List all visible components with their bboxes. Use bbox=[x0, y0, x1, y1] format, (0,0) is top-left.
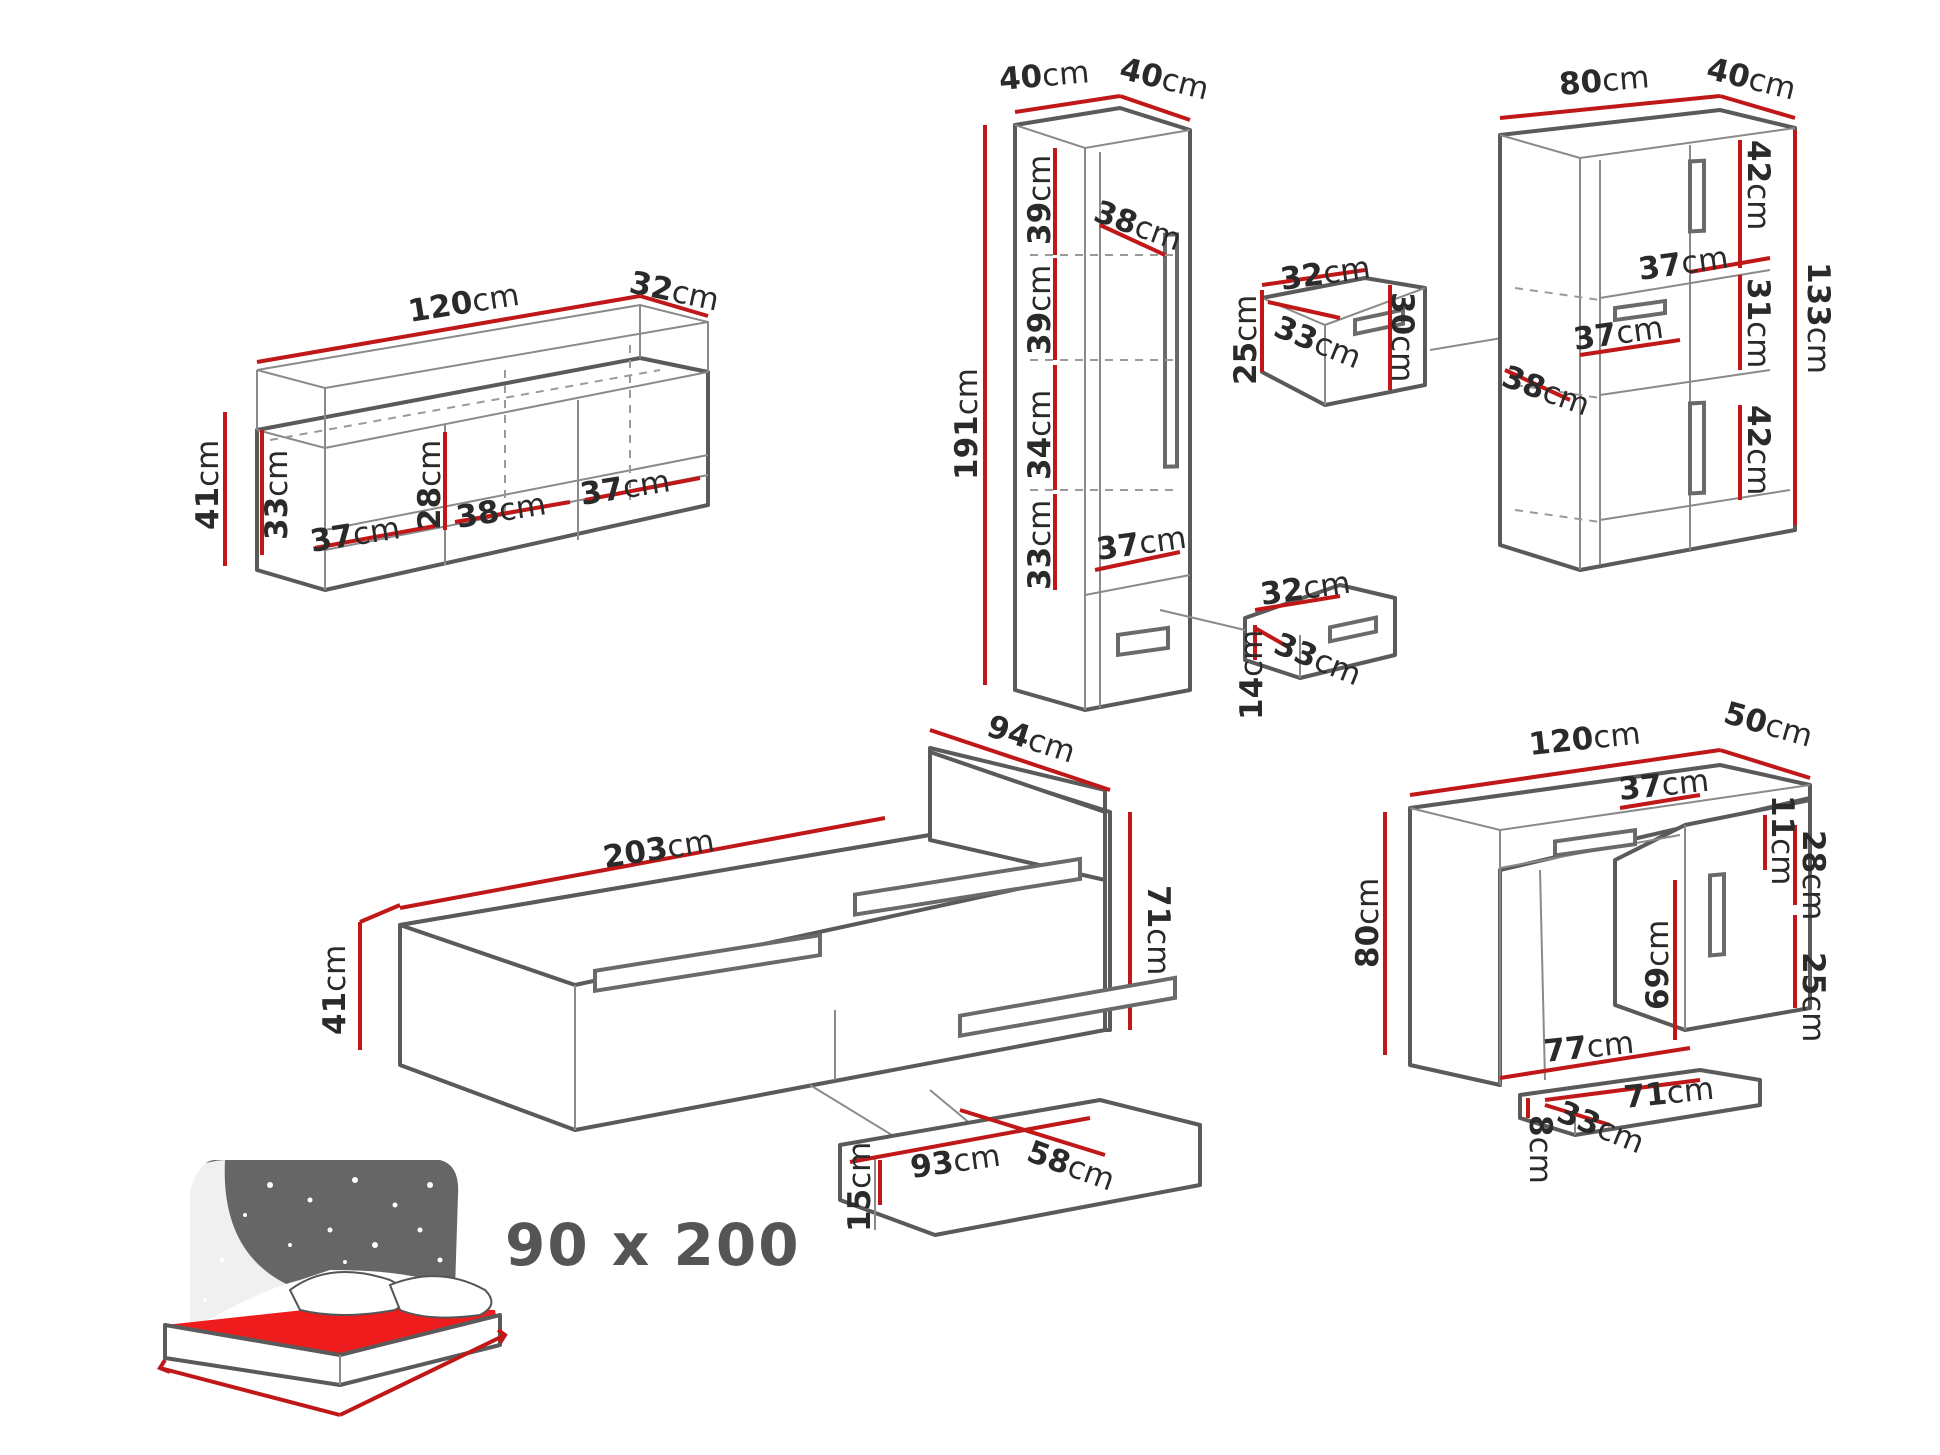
label-desk-cabinet-height: 69cm bbox=[1640, 920, 1676, 1010]
label-small-drawer-height: 14cm bbox=[1234, 630, 1270, 720]
label-shelf-inner-height: 33cm bbox=[259, 450, 295, 540]
label-cabinet-height: 191cm bbox=[949, 368, 985, 480]
label-drawer-cab-width: 32cm bbox=[1278, 250, 1373, 298]
label-desk-leg-span: 77cm bbox=[1542, 1025, 1636, 1070]
label-bookcase-sec-2: 31cm bbox=[1740, 278, 1776, 368]
label-bookcase-width: 80cm bbox=[1558, 59, 1651, 103]
label-bed-drawer-height: 15cm bbox=[842, 1142, 878, 1232]
label-cabinet-sec-4: 33cm bbox=[1022, 500, 1058, 590]
label-shelf-divider: 28cm bbox=[412, 440, 448, 530]
bed-size-label: 90 x 200 bbox=[505, 1211, 801, 1279]
label-bed-length: 203cm bbox=[601, 823, 717, 876]
bed-drawer bbox=[838, 975, 1202, 1237]
bookcase bbox=[1498, 94, 1797, 572]
label-desk-drawer-width: 37cm bbox=[1617, 763, 1711, 808]
label-bed-drawer-length: 93cm bbox=[908, 1138, 1003, 1186]
label-shelf-comp-3: 37cm bbox=[578, 463, 673, 513]
label-cabinet-sec-2: 39cm bbox=[1022, 265, 1058, 355]
label-desk-upper: 28cm bbox=[1795, 830, 1831, 920]
bed bbox=[358, 728, 1132, 1141]
label-shelf-height: 41cm bbox=[190, 440, 226, 530]
shelf-unit bbox=[223, 294, 710, 592]
label-bookcase-depth: 40cm bbox=[1703, 51, 1799, 108]
drawer-cabinet bbox=[1260, 268, 1551, 407]
label-shelf-comp-1: 37cm bbox=[308, 510, 403, 560]
label-desk-drawer-w: 71cm bbox=[1622, 1071, 1716, 1116]
tall-cabinet bbox=[983, 94, 1192, 712]
label-bookcase-sec-3: 42cm bbox=[1740, 405, 1776, 495]
desk bbox=[1383, 748, 1812, 1137]
label-bed-height: 41cm bbox=[317, 945, 353, 1035]
label-bookcase-shelf-1: 37cm bbox=[1636, 240, 1731, 288]
label-cabinet-width: 40cm bbox=[998, 54, 1091, 98]
label-bookcase-sec-1: 42cm bbox=[1740, 140, 1776, 230]
label-desk-drawer-height: 11cm bbox=[1764, 795, 1800, 885]
label-cabinet-inner-width: 37cm bbox=[1094, 520, 1189, 568]
mattress-icon bbox=[157, 1160, 508, 1417]
label-cabinet-sec-3: 34cm bbox=[1022, 390, 1058, 480]
label-shelf-width: 120cm bbox=[406, 277, 522, 330]
label-shelf-comp-2: 38cm bbox=[454, 486, 549, 536]
label-bookcase-height: 133cm bbox=[1800, 262, 1836, 374]
label-desk-depth: 50cm bbox=[1720, 695, 1817, 755]
label-drawer-cab-height: 25cm bbox=[1228, 295, 1264, 385]
label-desk-drawer-h: 8cm bbox=[1522, 1115, 1558, 1184]
label-bed-headboard: 71cm bbox=[1140, 885, 1176, 975]
label-desk-height: 80cm bbox=[1350, 878, 1386, 968]
label-desk-width: 120cm bbox=[1527, 715, 1642, 763]
small-drawer bbox=[1159, 583, 1397, 680]
stars-icon bbox=[203, 1177, 443, 1302]
label-desk-lower: 25cm bbox=[1795, 952, 1831, 1042]
label-cabinet-sec-1: 39cm bbox=[1022, 155, 1058, 245]
label-small-drawer-width: 32cm bbox=[1258, 565, 1353, 613]
label-drawer-cab-front: 30cm bbox=[1384, 292, 1420, 382]
label-bookcase-shelf-2: 37cm bbox=[1571, 310, 1666, 358]
